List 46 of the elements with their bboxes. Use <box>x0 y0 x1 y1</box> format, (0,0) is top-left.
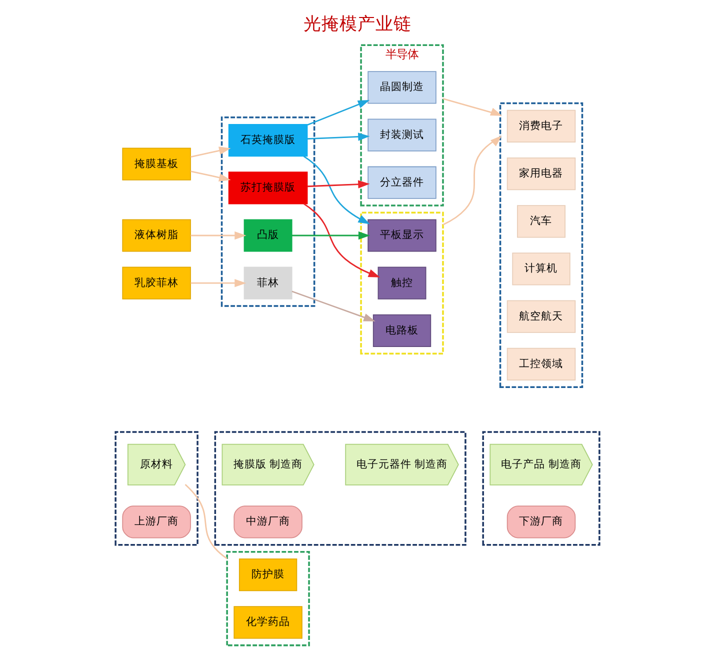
node-box: 航空航天 <box>506 300 576 333</box>
cluster <box>214 431 466 546</box>
arrow <box>190 279 246 288</box>
arrow <box>303 203 380 278</box>
arrow <box>303 156 370 224</box>
node-box: 乳胶菲林 <box>122 266 191 300</box>
arrow <box>190 231 246 240</box>
node-box: 电路板 <box>372 314 432 347</box>
cluster <box>499 102 584 388</box>
arrow <box>292 290 376 322</box>
node-box: 苏打掩膜版 <box>228 172 308 204</box>
arrow <box>442 136 502 226</box>
cluster <box>226 551 310 646</box>
node-box: 凸版 <box>244 219 292 252</box>
node-box: 掩膜基板 <box>122 148 191 180</box>
arrow <box>308 132 370 141</box>
node-box: 下游厂商 <box>506 506 576 538</box>
arrow <box>307 100 370 126</box>
node-box: 液体树脂 <box>122 219 191 252</box>
cluster <box>220 116 316 307</box>
cluster <box>360 212 444 354</box>
arrow <box>308 180 370 188</box>
node-box: 化学药品 <box>234 606 302 639</box>
node-box: 计算机 <box>512 252 570 286</box>
arrow <box>292 231 370 240</box>
node-box: 工控领域 <box>506 348 576 380</box>
node-box: 汽车 <box>517 205 566 238</box>
node-box: 平板显示 <box>368 219 436 252</box>
arrow <box>190 170 231 182</box>
node-box: 封装测试 <box>368 118 436 152</box>
cluster <box>114 431 198 546</box>
node-box: 分立器件 <box>368 166 436 199</box>
arrow <box>442 98 502 116</box>
node-box: 消费电子 <box>506 110 576 143</box>
node-box: 晶圆制造 <box>368 71 436 104</box>
node-box: 石英掩膜版 <box>228 124 308 157</box>
diagram-title: 光掩模产业链 <box>304 14 412 34</box>
node-box: 触控 <box>378 266 426 300</box>
connector <box>184 484 228 560</box>
node-box: 家用电器 <box>506 158 576 190</box>
node-box: 上游厂商 <box>122 506 191 538</box>
node-box: 菲林 <box>244 266 292 300</box>
node-box: 防护膜 <box>238 558 298 592</box>
node-box: 中游厂商 <box>234 506 302 538</box>
cluster <box>482 431 600 546</box>
arrow <box>190 146 231 158</box>
